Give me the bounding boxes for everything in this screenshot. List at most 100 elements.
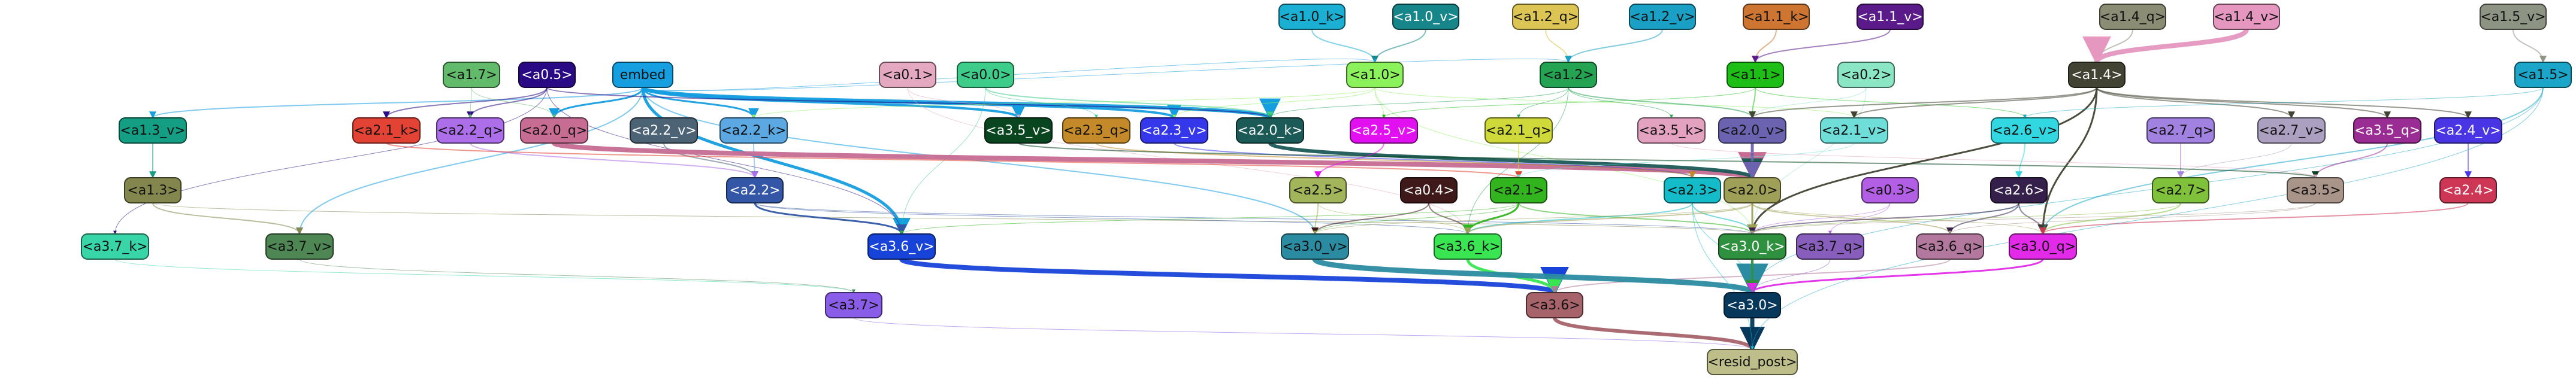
node-box-a2-6-v[interactable] <box>1991 117 2059 144</box>
node-box-a1-3[interactable] <box>124 177 182 203</box>
node-a2-2[interactable]: <a2.2> <box>726 177 784 203</box>
node-box-a0-2[interactable] <box>1837 62 1895 88</box>
node-box-a1-1-k[interactable] <box>1743 4 1810 30</box>
node-box-a3-6-q[interactable] <box>1916 233 1984 260</box>
node-box-a1-2-q[interactable] <box>1512 4 1579 30</box>
node-a3-6-k[interactable]: <a3.6_k> <box>1434 233 1502 260</box>
node-box-a1-0[interactable] <box>1346 62 1404 88</box>
node-box-a3-6[interactable] <box>1526 292 1583 318</box>
node-a0-3[interactable]: <a0.3> <box>1861 177 1919 203</box>
node-box-a3-0-k[interactable] <box>1718 233 1786 260</box>
node-a1-2-v[interactable]: <a1.2_v> <box>1629 4 1696 30</box>
node-box-a1-5[interactable] <box>2514 62 2572 88</box>
node-box-resid-post[interactable] <box>1707 349 1798 375</box>
node-a0-0[interactable]: <a0.0> <box>957 62 1014 88</box>
node-a2-6-v[interactable]: <a2.6_v> <box>1991 117 2059 144</box>
node-box-a2-2[interactable] <box>726 177 784 203</box>
node-a2-0[interactable]: <a2.0> <box>1724 177 1781 203</box>
node-a2-6[interactable]: <a2.6> <box>1990 177 2048 203</box>
node-a1-2-q[interactable]: <a1.2_q> <box>1512 4 1579 30</box>
node-a1-1-k[interactable]: <a1.1_k> <box>1743 4 1810 30</box>
node-a1-0-k[interactable]: <a1.0_k> <box>1278 4 1346 30</box>
node-a2-3-v[interactable]: <a2.3_v> <box>1140 117 1208 144</box>
node-box-a2-6[interactable] <box>1990 177 2048 203</box>
node-a2-3[interactable]: <a2.3> <box>1664 177 1721 203</box>
node-box-a3-5-q[interactable] <box>2353 117 2421 144</box>
node-box-a0-0[interactable] <box>957 62 1014 88</box>
node-a2-7-q[interactable]: <a2.7_q> <box>2146 117 2215 144</box>
node-a0-5[interactable]: <a0.5> <box>518 62 576 88</box>
node-a2-1-q[interactable]: <a2.1_q> <box>1484 117 1553 144</box>
node-a2-3-q[interactable]: <a2.3_q> <box>1062 117 1130 144</box>
node-embed[interactable]: embed <box>612 62 673 88</box>
node-box-a2-3-q[interactable] <box>1062 117 1130 144</box>
node-a0-1[interactable]: <a0.1> <box>879 62 936 88</box>
node-box-a2-3[interactable] <box>1664 177 1721 203</box>
node-box-a1-1-v[interactable] <box>1857 4 1924 30</box>
node-a1-7[interactable]: <a1.7> <box>443 62 500 88</box>
node-a2-0-v[interactable]: <a2.0_v> <box>1718 117 1786 144</box>
node-box-a3-7[interactable] <box>825 292 882 318</box>
node-box-a1-2[interactable] <box>1540 62 1597 88</box>
node-resid-post[interactable]: <resid_post> <box>1707 349 1798 375</box>
node-a3-5-q[interactable]: <a3.5_q> <box>2353 117 2421 144</box>
node-box-a2-1-v[interactable] <box>1820 117 1888 144</box>
node-a2-7-v[interactable]: <a2.7_v> <box>2257 117 2326 144</box>
node-a3-7-q[interactable]: <a3.7_q> <box>1796 233 1864 260</box>
node-box-a2-0-k[interactable] <box>1236 117 1304 144</box>
node-a3-5-k[interactable]: <a3.5_k> <box>1637 117 1706 144</box>
node-box-a1-4[interactable] <box>2068 62 2125 88</box>
node-a1-4-v[interactable]: <a1.4_v> <box>2213 4 2280 30</box>
node-a2-1-v[interactable]: <a2.1_v> <box>1820 117 1888 144</box>
node-box-a2-1-k[interactable] <box>352 117 421 144</box>
node-a2-1-k[interactable]: <a2.1_k> <box>352 117 421 144</box>
node-a1-0-v[interactable]: <a1.0_v> <box>1392 4 1459 30</box>
node-a3-5-v[interactable]: <a3.5_v> <box>984 117 1053 144</box>
node-a0-4[interactable]: <a0.4> <box>1400 177 1458 203</box>
node-a3-7[interactable]: <a3.7> <box>825 292 882 318</box>
node-box-embed[interactable] <box>612 62 673 88</box>
node-box-a3-0-v[interactable] <box>1281 233 1349 260</box>
node-a2-4-v[interactable]: <a2.4_v> <box>2434 117 2502 144</box>
node-box-a2-1[interactable] <box>1490 177 1547 203</box>
node-box-a1-4-q[interactable] <box>2099 4 2166 30</box>
node-a3-7-k[interactable]: <a3.7_k> <box>81 233 149 260</box>
node-box-a3-7-q[interactable] <box>1796 233 1864 260</box>
node-a1-0[interactable]: <a1.0> <box>1346 62 1404 88</box>
node-a2-7[interactable]: <a2.7> <box>2152 177 2209 203</box>
node-box-a2-5[interactable] <box>1289 177 1347 203</box>
node-a2-5[interactable]: <a2.5> <box>1289 177 1347 203</box>
node-box-a3-6-v[interactable] <box>867 233 936 260</box>
node-box-a2-0-q[interactable] <box>520 117 588 144</box>
node-box-a2-7[interactable] <box>2152 177 2209 203</box>
node-a3-0-k[interactable]: <a3.0_k> <box>1718 233 1786 260</box>
node-box-a0-1[interactable] <box>879 62 936 88</box>
node-a1-5-v[interactable]: <a1.5_v> <box>2480 4 2547 30</box>
node-a3-6[interactable]: <a3.6> <box>1526 292 1583 318</box>
node-a3-6-q[interactable]: <a3.6_q> <box>1916 233 1984 260</box>
node-a3-6-v[interactable]: <a3.6_v> <box>867 233 936 260</box>
node-box-a2-2-q[interactable] <box>436 117 504 144</box>
node-a2-2-v[interactable]: <a2.2_v> <box>630 117 698 144</box>
node-box-a2-7-q[interactable] <box>2146 117 2215 144</box>
node-box-a1-0-v[interactable] <box>1392 4 1459 30</box>
node-a1-4-q[interactable]: <a1.4_q> <box>2099 4 2166 30</box>
node-box-a2-3-v[interactable] <box>1140 117 1208 144</box>
node-box-a2-1-q[interactable] <box>1484 117 1553 144</box>
node-box-a2-2-k[interactable] <box>719 117 788 144</box>
node-box-a3-0[interactable] <box>1724 292 1781 318</box>
node-a2-0-k[interactable]: <a2.0_k> <box>1236 117 1304 144</box>
node-box-a2-4[interactable] <box>2439 177 2497 203</box>
node-a3-5[interactable]: <a3.5> <box>2287 177 2344 203</box>
node-a1-1[interactable]: <a1.1> <box>1727 62 1784 88</box>
node-box-a2-2-v[interactable] <box>630 117 698 144</box>
node-a2-0-q[interactable]: <a2.0_q> <box>520 117 588 144</box>
node-a3-0-q[interactable]: <a3.0_q> <box>2009 233 2077 260</box>
node-a2-2-q[interactable]: <a2.2_q> <box>436 117 504 144</box>
node-a3-0[interactable]: <a3.0> <box>1724 292 1781 318</box>
node-a3-7-v[interactable]: <a3.7_v> <box>265 233 334 260</box>
node-box-a3-7-v[interactable] <box>265 233 334 260</box>
node-a1-3[interactable]: <a1.3> <box>124 177 182 203</box>
node-box-a1-4-v[interactable] <box>2213 4 2280 30</box>
node-box-a2-5-v[interactable] <box>1350 117 1418 144</box>
